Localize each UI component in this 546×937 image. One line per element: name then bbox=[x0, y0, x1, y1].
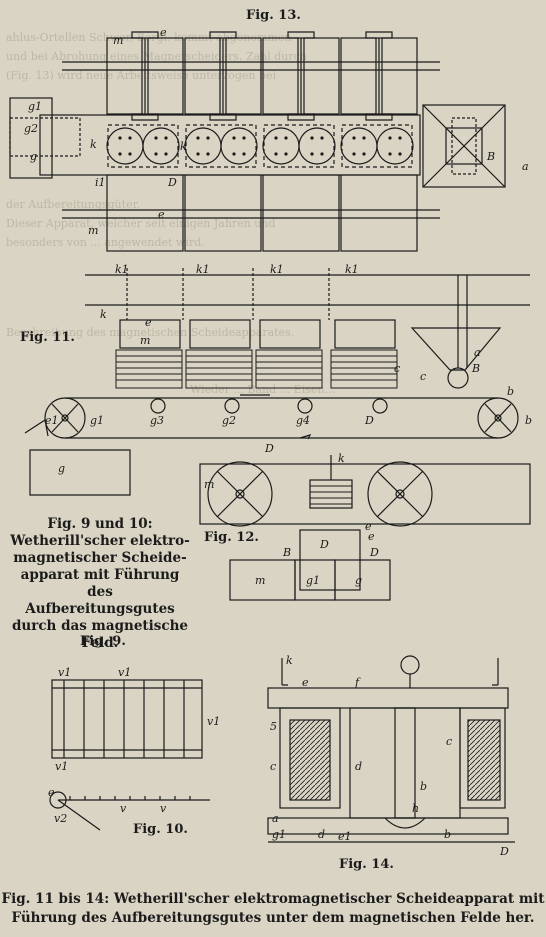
fig14-drawing bbox=[267, 655, 515, 843]
caption-line: Fig. 9 und 10: bbox=[47, 516, 153, 532]
fig11-letter: g2 bbox=[222, 414, 236, 427]
fig11-letter: k1 bbox=[345, 263, 359, 276]
fig13-letter: D bbox=[167, 176, 177, 189]
fig14-letter: b bbox=[420, 780, 427, 793]
fig14-letter: c bbox=[270, 760, 276, 773]
fig11-letter: c bbox=[394, 362, 400, 375]
fig14-letter: c bbox=[446, 735, 452, 748]
fig14-letter: k bbox=[286, 654, 293, 667]
fig11-letter: k1 bbox=[270, 263, 284, 276]
fig11-letter: D bbox=[364, 414, 374, 427]
fig13-letter: m bbox=[88, 224, 98, 237]
fig12-letter: D bbox=[319, 538, 329, 551]
fig12-label: Fig. 12. bbox=[204, 530, 259, 545]
fig13-letter: i1 bbox=[95, 176, 106, 189]
fig10-letter: v2 bbox=[54, 812, 67, 825]
fig14-letter: d bbox=[318, 828, 325, 841]
fig11-letter: k1 bbox=[196, 263, 210, 276]
fig12-letter: e bbox=[365, 520, 372, 533]
caption-line: magnetischer Scheide- bbox=[13, 550, 187, 566]
fig12-letter: D bbox=[369, 546, 379, 559]
fig10-letter: v bbox=[120, 802, 127, 815]
fig10-letter: e bbox=[48, 786, 55, 799]
fig13-letter: g2 bbox=[24, 122, 38, 135]
fig11-letter: m bbox=[140, 334, 150, 347]
bg-line: besonders von ... angewendet wird. bbox=[6, 236, 205, 249]
caption-fig11-14: Fig. 11 bis 14: Wetherill'scher elektrom… bbox=[0, 890, 546, 928]
fig14-letter: d bbox=[355, 760, 362, 773]
fig11-letter: k bbox=[100, 308, 107, 321]
fig11-letter: e bbox=[145, 316, 152, 329]
fig9-label: Fig. 9. bbox=[80, 634, 126, 649]
fig13-letter: g bbox=[30, 150, 37, 163]
fig11-label: Fig. 11. bbox=[20, 330, 75, 345]
fig13-letter: a bbox=[522, 160, 529, 173]
fig12-letter: k bbox=[338, 452, 345, 465]
fig10-drawing bbox=[49, 791, 210, 831]
caption-line: Führung des Aufbereitungsgutes unter dem… bbox=[11, 910, 535, 926]
fig13-drawing bbox=[9, 31, 506, 252]
fig12-letter: e bbox=[368, 530, 375, 543]
fig13-letter: g1 bbox=[28, 100, 42, 113]
bg-line: (Fig. 13) wird neue Arbeitsweise unterzo… bbox=[6, 69, 277, 82]
fig11-letter: g3 bbox=[150, 414, 164, 427]
fig9-letter: v1 bbox=[207, 715, 220, 728]
fig13-letter: k bbox=[180, 140, 187, 153]
fig12-letter: m bbox=[204, 478, 214, 491]
fig14-letter: g1 bbox=[272, 828, 286, 841]
fig10-letter: v bbox=[160, 802, 167, 815]
fig11-letter: B bbox=[471, 362, 480, 375]
fig13-letter: B bbox=[486, 150, 495, 163]
fig14-label: Fig. 14. bbox=[339, 857, 394, 872]
caption-line: apparat mit Führung des bbox=[20, 567, 180, 600]
fig12-letter: g1 bbox=[306, 574, 320, 587]
fig12-letter: g bbox=[355, 574, 362, 587]
caption-line: Wetherill'scher elektro- bbox=[10, 533, 190, 549]
fig14-letter: e bbox=[302, 676, 309, 689]
fig14-letter: h bbox=[412, 802, 419, 815]
fig13-letter: k bbox=[90, 138, 97, 151]
fig9-letter: v1 bbox=[118, 666, 131, 679]
fig9-letter: v1 bbox=[58, 666, 71, 679]
fig14-letter: f bbox=[354, 676, 361, 689]
bg-line: Beschreibung des magnetischen Scheideapp… bbox=[6, 326, 295, 339]
caption-line: Aufbereitungsgutes bbox=[25, 601, 175, 617]
bg-line: und bei Abrohung eines Magnetscheiders. … bbox=[6, 50, 307, 63]
fig10-label: Fig. 10. bbox=[133, 822, 188, 837]
fig11-letter: b bbox=[507, 385, 514, 398]
fig9-drawing bbox=[51, 679, 203, 759]
fig13-letter: e bbox=[158, 208, 165, 221]
fig12-drawing bbox=[199, 455, 531, 601]
fig11-letter: g1 bbox=[90, 414, 104, 427]
fig14-letter: e1 bbox=[338, 830, 352, 843]
fig11-letter: c bbox=[420, 370, 426, 383]
caption-line: Feld. bbox=[81, 635, 119, 651]
fig11-letter: e1 bbox=[45, 414, 59, 427]
bg-line: Wieder ... Band ... Eisen... bbox=[190, 383, 335, 396]
fig14-letter: b bbox=[444, 828, 451, 841]
fig14-letter: D bbox=[499, 845, 509, 858]
fig14-letter: 5 bbox=[270, 720, 277, 733]
fig9-letter: v1 bbox=[55, 760, 68, 773]
fig13-label: Fig. 13. bbox=[246, 8, 301, 23]
caption-line: durch das magnetische bbox=[11, 618, 189, 634]
fig14-letter: a bbox=[272, 812, 279, 825]
fig11-letter: b bbox=[525, 414, 532, 427]
fig11-drawing bbox=[24, 268, 530, 496]
fig11-letter: a bbox=[474, 346, 481, 359]
fig11-letter: g bbox=[58, 462, 65, 475]
fig11-letter: g4 bbox=[296, 414, 310, 427]
fig11-letter: D bbox=[264, 442, 274, 455]
caption-fig9-10: Fig. 9 und 10: Wetherill'scher elektro- … bbox=[10, 516, 190, 652]
fig12-letter: m bbox=[255, 574, 265, 587]
fig11-letter: k1 bbox=[115, 263, 129, 276]
fig12-letter: B bbox=[282, 546, 291, 559]
caption-line: Fig. 11 bis 14: Wetherill'scher elektrom… bbox=[1, 891, 545, 907]
fig13-letter: m bbox=[113, 34, 123, 47]
fig13-letter: e bbox=[160, 26, 167, 39]
bg-line: Dieser Apparat, welcher seit einigen Jah… bbox=[6, 217, 276, 230]
